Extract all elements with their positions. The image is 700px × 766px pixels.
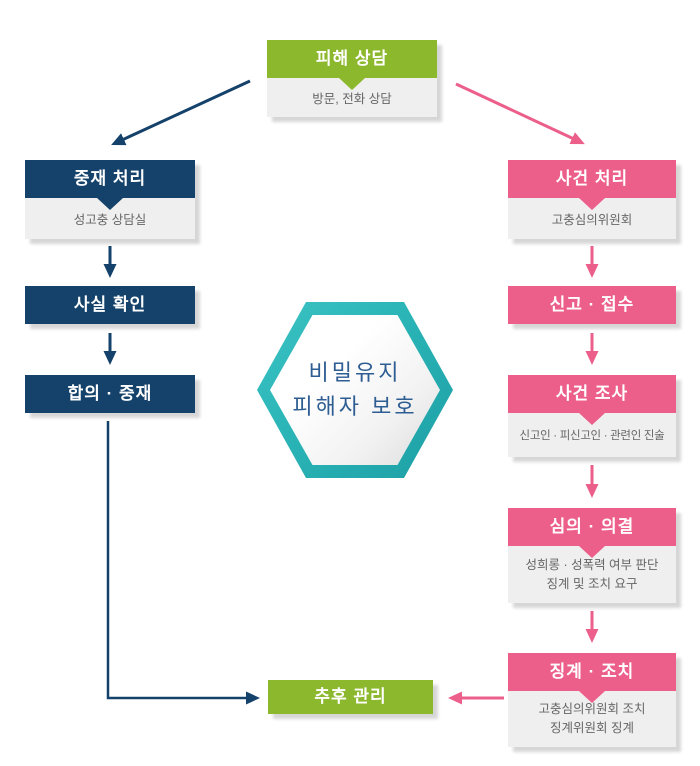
- notch-down-icon: [579, 413, 605, 425]
- node-mediation-title: 중재 처리: [73, 169, 147, 188]
- notch-down-icon: [579, 198, 605, 210]
- node-deliberation-header: 심의 · 의결: [508, 508, 676, 558]
- node-deliberation: 심의 · 의결 성희롱 · 성폭력 여부 판단 징계 및 조치 요구: [508, 508, 676, 603]
- node-mediation-header: 중재 처리: [25, 160, 195, 210]
- node-deliberation-sub-line2: 징계 및 조치 요구: [546, 576, 638, 591]
- node-discipline-sub-line1: 고충심의위원회 조치: [538, 702, 646, 716]
- node-case-handling-sub-text: 고충심의위원회: [551, 213, 633, 227]
- node-deliberation-sub: 성희롱 · 성폭력 여부 판단 징계 및 조치 요구: [508, 546, 676, 603]
- node-deliberation-sub-line1: 성희롱 · 성폭력 여부 판단: [525, 557, 659, 572]
- hexagon-line2: 피해자 보호: [292, 394, 418, 419]
- node-report-reception-header: 신고 · 접수: [508, 286, 676, 324]
- node-agreement-header: 합의 · 중재: [25, 375, 195, 413]
- node-case-handling-header: 사건 처리: [508, 160, 676, 210]
- node-report-reception-title: 신고 · 접수: [549, 295, 635, 314]
- node-report-reception: 신고 · 접수: [508, 286, 676, 324]
- arrow-consult-to-mediation: [111, 79, 251, 146]
- hexagon-line1: 비밀유지: [308, 360, 402, 385]
- notch-down-icon: [579, 691, 605, 703]
- node-discipline-sub-line2: 징계위원회 징계: [550, 721, 634, 735]
- arrow-agreement-to-followup: [106, 421, 260, 705]
- node-fact-check-title: 사실 확인: [73, 295, 147, 314]
- notch-down-icon: [97, 198, 123, 210]
- node-deliberation-title: 심의 · 의결: [549, 517, 635, 536]
- node-case-handling-title: 사건 처리: [555, 169, 629, 188]
- node-consult-sub-text: 방문, 전화 상담: [312, 92, 392, 106]
- node-discipline: 징계 · 조치 고충심의위원회 조치 징계위원회 징계: [508, 653, 676, 747]
- node-agreement: 합의 · 중재: [25, 375, 195, 413]
- node-fact-check-header: 사실 확인: [25, 286, 195, 324]
- hexagon-text: 비밀유지 피해자 보호: [292, 356, 417, 424]
- hexagon-inner: 비밀유지 피해자 보호: [270, 315, 440, 465]
- node-investigation: 사건 조사 신고인 · 피신고인 · 관련인 진술: [508, 375, 676, 457]
- arrow-consult-to-case-handling: [455, 82, 585, 145]
- node-fact-check: 사실 확인: [25, 286, 195, 324]
- node-followup-title: 추후 관리: [314, 687, 387, 706]
- node-discipline-header: 징계 · 조치: [508, 653, 676, 703]
- notch-down-icon: [579, 546, 605, 558]
- node-discipline-title: 징계 · 조치: [549, 662, 635, 681]
- notch-down-icon: [339, 78, 365, 90]
- node-mediation: 중재 처리 성고충 상담실: [25, 160, 195, 239]
- node-investigation-title: 사건 조사: [555, 384, 629, 403]
- node-consult-title: 피해 상담: [315, 49, 389, 68]
- node-case-handling: 사건 처리 고충심의위원회: [508, 160, 676, 239]
- node-discipline-sub: 고충심의위원회 조치 징계위원회 징계: [508, 691, 676, 747]
- node-agreement-title: 합의 · 중재: [67, 384, 153, 403]
- node-consult: 피해 상담 방문, 전화 상담: [267, 40, 437, 117]
- node-investigation-sub-text: 신고인 · 피신고인 · 관련인 진술: [519, 430, 665, 442]
- node-mediation-sub-text: 성고충 상담실: [73, 213, 147, 227]
- node-investigation-header: 사건 조사: [508, 375, 676, 425]
- node-consult-header: 피해 상담: [267, 40, 437, 90]
- node-followup: 추후 관리: [268, 680, 433, 714]
- node-followup-header: 추후 관리: [268, 680, 433, 714]
